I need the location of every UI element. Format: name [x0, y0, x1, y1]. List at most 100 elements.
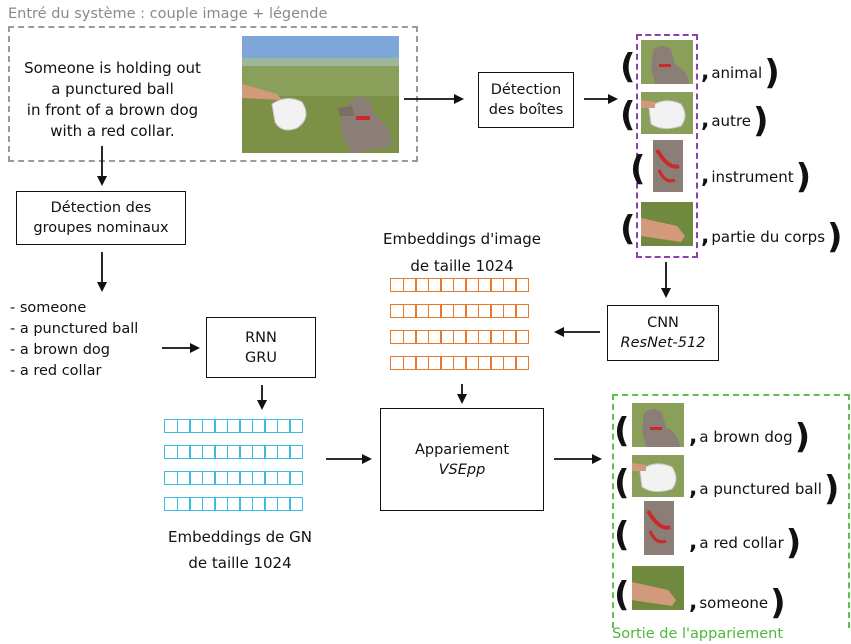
embedding-cell: [402, 278, 417, 292]
comma: ,: [701, 60, 710, 85]
output-pair-label: a brown dog: [699, 428, 793, 446]
output-pair-row: , a brown dog ): [686, 420, 810, 454]
np-embeddings-line: de taille 1024: [188, 554, 292, 572]
embedding-cell: [502, 278, 517, 292]
embedding-cell: [427, 356, 442, 370]
ball-crop-icon: [632, 455, 684, 497]
embedding-cell: [415, 330, 429, 344]
embedding-cell: [515, 304, 529, 318]
embedding-cell: [452, 356, 467, 370]
cnn-name: CNN: [647, 315, 679, 331]
open-paren: (: [630, 149, 646, 189]
embedding-cell: [201, 445, 216, 459]
image-embeddings-line: Embeddings d'image: [382, 230, 542, 248]
matching-name: Appariement: [414, 441, 510, 458]
embedding-cell: [189, 419, 203, 433]
embedding-cell: [276, 497, 291, 511]
np-embeddings-line: Embeddings de GN: [167, 528, 313, 546]
embedding-cell: [239, 497, 253, 511]
close-paren: ): [795, 157, 812, 197]
detected-box-row: , autre ): [698, 104, 769, 138]
embedding-cell: [289, 445, 303, 459]
embedding-cell: [239, 419, 253, 433]
dog-crop-icon: [641, 40, 693, 84]
embedding-cell: [276, 471, 291, 485]
np-detection-line: Détection des: [50, 200, 152, 216]
embedding-row: [164, 419, 303, 433]
dog-crop-icon: [632, 403, 684, 447]
embedding-cell: [502, 330, 517, 344]
embedding-cell: [251, 471, 266, 485]
detected-box-row: , instrument ): [698, 160, 811, 194]
output-pair-row: , someone ): [686, 586, 786, 620]
embedding-cell: [214, 445, 228, 459]
embedding-cell: [390, 330, 404, 344]
embedding-cell: [226, 445, 241, 459]
embedding-cell: [390, 278, 404, 292]
embedding-cell: [415, 304, 429, 318]
embedding-cell: [427, 278, 442, 292]
embedding-row: [164, 471, 303, 485]
output-pair-row: , a punctured ball ): [686, 472, 839, 506]
embedding-cell: [502, 356, 517, 370]
embedding-cell: [164, 445, 178, 459]
caption-line: Someone is holding out: [24, 59, 201, 77]
detected-box-row: , animal ): [698, 56, 780, 90]
rnn-line: RNN: [245, 329, 277, 346]
embedding-row: [390, 356, 529, 370]
embedding-cell: [289, 419, 303, 433]
open-paren: (: [620, 47, 636, 87]
close-paren: ): [823, 469, 840, 509]
embedding-cell: [251, 497, 266, 511]
embedding-cell: [440, 330, 454, 344]
embedding-row: [390, 330, 529, 344]
embedding-cell: [490, 330, 504, 344]
embedding-cell: [452, 304, 467, 318]
embedding-cell: [477, 304, 492, 318]
output-pair-label: a punctured ball: [699, 480, 822, 498]
embedding-cell: [515, 278, 529, 292]
noun-phrase-item: - a brown dog: [10, 342, 110, 358]
close-paren: ): [785, 523, 802, 563]
np-detection-step: Détection des groupes nominaux: [16, 191, 186, 245]
detected-box-label: autre: [711, 112, 752, 130]
embedding-cell: [276, 445, 291, 459]
embedding-cell: [176, 445, 191, 459]
embedding-cell: [201, 419, 216, 433]
noun-phrase-list: - someone - a punctured ball - a brown d…: [10, 298, 138, 382]
input-caption: Someone is holding out a punctured ball …: [10, 58, 215, 142]
embedding-cell: [164, 497, 178, 511]
caption-line: in front of a brown dog: [26, 101, 199, 119]
embedding-cell: [402, 356, 417, 370]
collar-crop-icon: [653, 140, 683, 192]
embedding-cell: [176, 497, 191, 511]
embedding-cell: [239, 471, 253, 485]
embedding-cell: [452, 278, 467, 292]
embedding-cell: [251, 419, 266, 433]
close-paren: ): [770, 583, 786, 623]
embedding-cell: [164, 419, 178, 433]
caption-line: with a red collar.: [50, 122, 175, 140]
embedding-cell: [440, 278, 454, 292]
embedding-cell: [276, 419, 291, 433]
embedding-cell: [214, 471, 228, 485]
open-paren: (: [614, 575, 630, 615]
embedding-cell: [515, 330, 529, 344]
embedding-cell: [440, 304, 454, 318]
image-embeddings-caption: Embeddings d'image de taille 1024: [362, 226, 562, 280]
embedding-cell: [201, 497, 216, 511]
detected-box-label: instrument: [711, 168, 794, 186]
embedding-cell: [490, 304, 504, 318]
output-title: Sortie de l'appariement: [612, 626, 784, 642]
output-pair-label: a red collar: [699, 534, 784, 552]
embedding-cell: [201, 471, 216, 485]
embedding-cell: [477, 330, 492, 344]
comma: ,: [701, 164, 710, 189]
ball-crop-icon: [641, 92, 693, 134]
rnn-step: RNN GRU: [206, 317, 316, 378]
noun-phrase-item: - a punctured ball: [10, 321, 139, 337]
open-paren: (: [614, 411, 630, 451]
detected-boxes-frame: [636, 34, 698, 258]
embedding-cell: [465, 304, 479, 318]
embedding-cell: [189, 497, 203, 511]
